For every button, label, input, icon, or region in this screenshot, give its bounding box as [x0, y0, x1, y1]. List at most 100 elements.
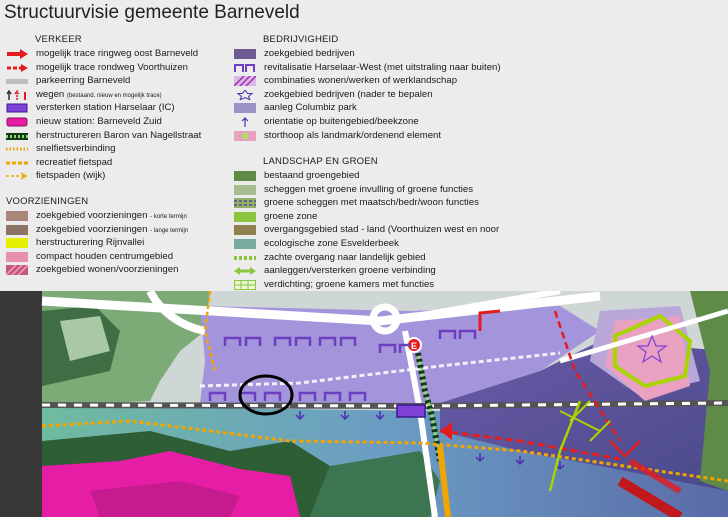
station-harselaar-icon[interactable]	[396, 404, 426, 418]
legend-item: versterken station Harselaar (IC)	[6, 101, 231, 115]
legend-item-label: aanleg Columbiz park	[264, 102, 357, 114]
legend-symbol	[234, 76, 256, 87]
legend-item-label: scheggen met groene invulling of groene …	[264, 183, 474, 195]
legend-symbol	[7, 49, 28, 59]
legend-item-label: zoekgebied voorzieningen - lange termijn	[36, 223, 189, 235]
cycle-route-south	[437, 445, 451, 517]
legend-symbol	[236, 89, 254, 100]
legend-voorzieningen: VOORZIENINGEN zoekgebied voorzieningen -…	[6, 195, 231, 277]
legend-item: verdichting; groene kamers met functies	[234, 278, 728, 292]
legend-item-note: - lange termijn	[150, 227, 189, 234]
baron-van-nagellstraat	[415, 352, 443, 462]
legend-item-label: zoekgebied bedrijven	[264, 48, 355, 59]
road-north	[41, 291, 601, 326]
green-boundary-2	[559, 400, 611, 442]
legend-item: aanleggen/versterken groene verbinding	[234, 264, 728, 278]
legend-item: groene zone	[234, 210, 728, 224]
legend-item: mogelijk trace rondweg Voorthuizen	[6, 61, 231, 75]
legend-symbol	[234, 267, 256, 276]
legend-item: herstructureren Baron van Nagellstraat	[6, 129, 231, 143]
legend-item-label: zoekgebied voorzieningen - korte termijn	[36, 210, 187, 221]
legend-item-label: versterken station Harselaar (IC)	[36, 102, 175, 114]
page-title: Structuurvisie gemeente Barneveld	[4, 2, 300, 23]
legend-item-label: overgangsgebied stad - land (Voorthuizen…	[264, 224, 500, 236]
highlight-circle[interactable]	[238, 374, 294, 416]
legend-symbol	[6, 265, 28, 276]
legend-item-label: zoekgebied bedrijven (nader te bepalen	[264, 88, 433, 100]
legend-item: storthoop als landmark/ordenend element	[234, 129, 728, 143]
legend-item-label: ecologische zone Esvelderbeek	[264, 237, 399, 249]
legend-symbol	[7, 63, 28, 72]
legend-symbol	[234, 198, 256, 209]
legend-panel: Structuurvisie gemeente Barneveld VERKEE…	[4, 2, 728, 291]
trace-ringweg-dashed	[439, 429, 621, 461]
legend-item-label: recreatief fietspad	[36, 156, 113, 168]
legend-item: bestaand groengebied	[234, 169, 728, 183]
road-middle	[199, 351, 561, 388]
legend-item-label: parkeerring Barneveld	[36, 75, 131, 87]
legend-item-label: aanleggen/versterken groene verbinding	[264, 265, 436, 277]
legend-item-label: zoekgebied wonen/voorzieningen	[36, 264, 179, 276]
legend-item-label: herstructureren Baron van Nagellstraat	[36, 129, 202, 141]
legend-item: parkeerring Barneveld	[6, 74, 231, 88]
legend-item-label: mogelijk trace ringweg oost Barneveld	[36, 48, 199, 59]
legend-item: fietspaden (wijk)	[6, 169, 231, 183]
legend-symbol	[234, 255, 256, 260]
legend-symbol	[234, 171, 256, 181]
structure-map[interactable]: E	[0, 291, 728, 517]
legend-item-label: fietspaden (wijk)	[36, 170, 106, 182]
legend-item: revitalisatie Harselaar-West (met uitstr…	[234, 61, 728, 75]
legend-item: ecologische zone Esvelderbeek	[234, 237, 728, 251]
road-roundabout-curve	[146, 291, 206, 335]
legend-item-label: storthoop als landmark/ordenend element	[264, 129, 442, 141]
trace-arrow-east	[609, 440, 641, 458]
legend-item-label: wegen (bestaand, nieuw en mogelijk trace…	[36, 88, 162, 100]
legend-heading-verkeer: VERKEER	[35, 34, 82, 45]
trace-arrow-north	[478, 309, 501, 331]
legend-item-label: revitalisatie Harselaar-West (met uitstr…	[264, 61, 501, 73]
legend-item: wegen (bestaand, nieuw en mogelijk trace…	[6, 88, 231, 102]
legend-symbol	[6, 224, 28, 235]
cycle-route-orange	[41, 419, 728, 483]
trace-barrier	[617, 476, 683, 517]
legend-item: zoekgebied bedrijven (nader te bepalen	[234, 88, 728, 102]
trace-barrier-inner	[628, 458, 682, 494]
legend-item-note: - korte termijn	[150, 214, 187, 220]
area-west-pale	[60, 316, 110, 361]
legend-item-label: mogelijk trace rondweg Voorthuizen	[36, 61, 188, 73]
road-diagonal-ne	[399, 291, 561, 322]
legend-item-label: zachte overgang naar landelijk gebied	[264, 251, 426, 263]
legend-symbol	[234, 63, 255, 72]
legend-item: zoekgebied voorzieningen - korte termijn	[6, 209, 231, 223]
legend-symbol	[234, 211, 256, 222]
legend-item-label: herstructurering Rijnvallei	[36, 237, 145, 249]
road-roundabout	[369, 303, 401, 335]
legend-landschap: LANDSCHAP EN GROEN bestaand groengebied s…	[234, 155, 728, 291]
legend-symbol	[6, 251, 28, 262]
area-south-darkgreen2	[310, 451, 440, 517]
legend-item-label: compact houden centrumgebied	[36, 250, 174, 262]
legend-heading-landschap: LANDSCHAP EN GROEN	[263, 156, 378, 167]
station-e-label: E	[411, 341, 417, 351]
legend-item: herstructurering Rijnvallei	[6, 236, 231, 250]
legend-item: mogelijk trace ringweg oost Barneveld	[6, 47, 231, 61]
legend-item-label: groene scheggen met maatsch/bedr/woon fu…	[264, 197, 479, 209]
legend-symbol	[234, 49, 256, 59]
map-dark-strip	[0, 291, 42, 517]
orientation-arrows	[295, 411, 565, 471]
legend-item: zoekgebied bedrijven	[234, 47, 728, 61]
legend-symbol	[6, 89, 26, 100]
legend-symbol	[6, 238, 28, 249]
legend-item: recreatief fietspad	[6, 156, 231, 170]
legend-verkeer: VERKEER mogelijk trace ringweg oost Barn…	[6, 33, 231, 183]
legend-symbol	[6, 172, 28, 180]
legend-item-label: orientatie op buitengebied/beekzone	[264, 115, 419, 127]
legend-symbol	[6, 79, 28, 85]
legend-item-label: bestaand groengebied	[264, 170, 360, 181]
legend-item-label: snelfietsverbinding	[36, 143, 116, 155]
trace-arrow-head-west	[440, 422, 452, 440]
legend-symbol	[234, 238, 256, 249]
road-east-diag	[559, 308, 728, 364]
legend-item-label: groene zone	[264, 210, 318, 222]
